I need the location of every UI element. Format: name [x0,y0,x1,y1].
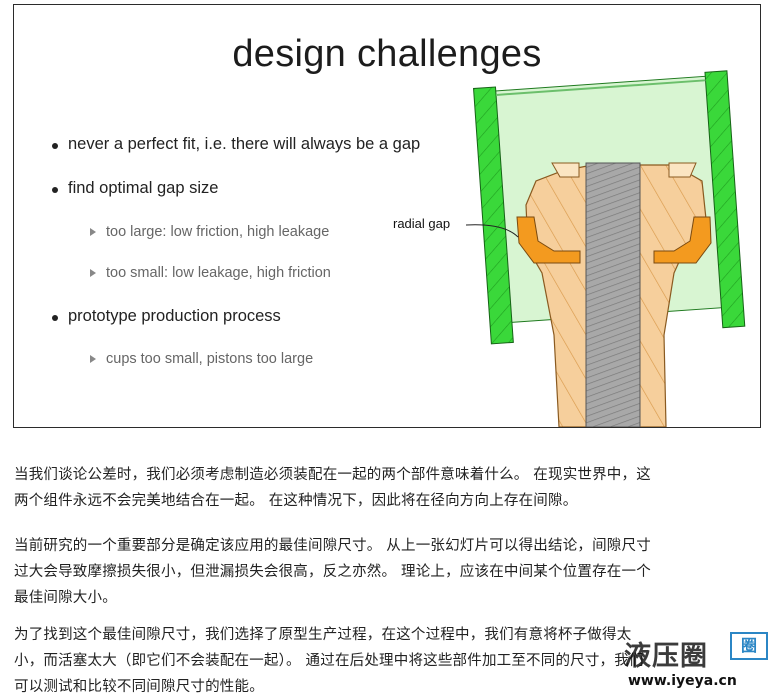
paragraph-2: 当前研究的一个重要部分是确定该应用的最佳间隙尺寸。 从上一张幻灯片可以得出结论，… [14,533,754,611]
paragraph-3-line-1: 为了找到这个最佳间隙尺寸，我们选择了原型生产过程，在这个过程中，我们有意将杯子做… [14,627,632,643]
sub-bullet-3: cups too small, pistons too large [89,351,314,367]
paragraph-1: 当我们谈论公差时，我们必须考虑制造必须装配在一起的两个部件意味着什么。 在现实世… [14,462,754,514]
paragraph-3: 为了找到这个最佳间隙尺寸，我们选择了原型生产过程，在这个过程中，我们有意将杯子做… [14,622,754,700]
paragraph-2-line-2: 过大会导致摩擦损失很小，但泄漏损失会很高，反之亦然。 理论上，应该在中间某个位置… [14,564,651,580]
watermark-logo: 液压圈 圈 www.iyeya.cn [608,626,768,692]
threaded-rod [585,162,641,427]
paragraph-3-line-2: 小，而活塞太大（即它们不会装配在一起）。 通过在后处理中将这些部件加工至不同的尺… [14,653,644,669]
watermark-url: www.iyeya.cn [628,673,737,689]
slide-image: design challenges never a perfect fit, i… [13,4,761,428]
slide-title: design challenges [232,33,542,75]
paragraph-1-line-2: 两个组件永远不会完美地结合在一起。 在这种情况下，因此将在径向方向上存在间隙。 [14,493,578,509]
bullet-3: prototype production process [52,307,281,325]
radial-gap-label: radial gap [393,216,451,231]
paragraph-2-line-3: 最佳间隙大小。 [14,590,117,606]
sub-bullet-1: too large: low friction, high leakage [89,224,330,240]
watermark-badge: 圈 [730,632,768,660]
paragraph-1-line-1: 当我们谈论公差时，我们必须考虑制造必须装配在一起的两个部件意味着什么。 在现实世… [14,467,651,483]
leader-line [465,224,519,238]
bullet-1: never a perfect fit, i.e. there will alw… [51,135,421,153]
paragraph-3-line-3: 可以测试和比较不同间隙尺寸的性能。 [14,679,264,695]
cups [516,216,712,264]
piston-cup-diagram [465,70,746,427]
paragraph-2-line-1: 当前研究的一个重要部分是确定该应用的最佳间隙尺寸。 从上一张幻灯片可以得出结论，… [14,538,651,554]
watermark-text: 液压圈 [624,641,708,672]
sub-bullet-2: too small: low leakage, high friction [90,265,331,281]
bullet-2: find optimal gap size [51,179,219,197]
